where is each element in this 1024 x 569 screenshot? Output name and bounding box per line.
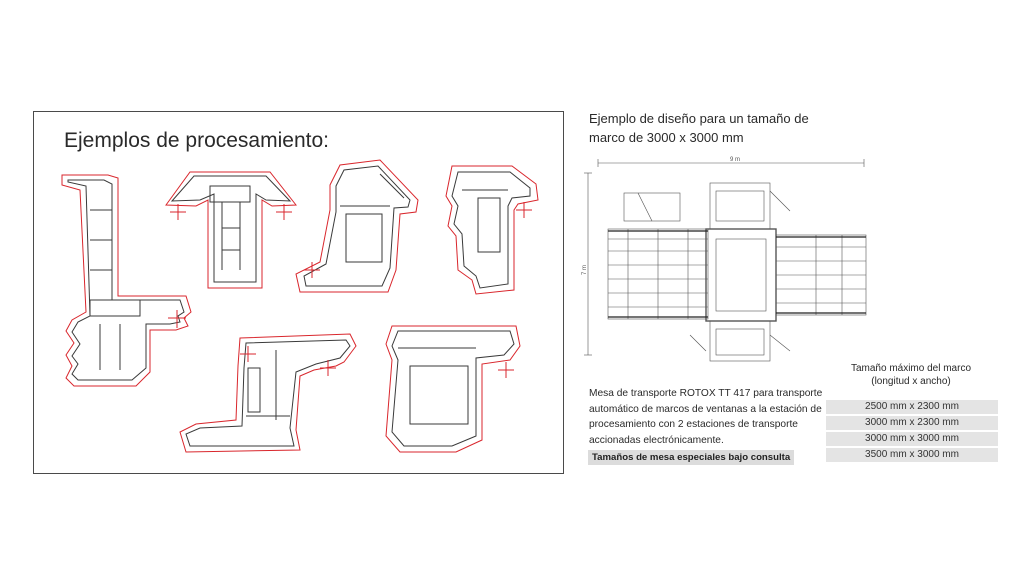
size-row: 3000 mm x 3000 mm [826,432,998,446]
size-row: 3000 mm x 2300 mm [826,416,998,430]
transport-table-layout: 9 m 7 m [582,157,867,362]
panel-title: Ejemplos de procesamiento: [64,129,329,152]
height-dimension-label: 7 m [582,265,588,275]
profile-bottom-sash [385,325,521,453]
width-dimension-label: 9 m [730,157,740,163]
profile-small-frame [445,165,539,295]
profile-bottom-frame [179,333,357,453]
max-frame-size-heading: Tamaño máximo del marco (longitud x anch… [836,362,986,388]
profile-sash-bead [295,159,419,293]
special-sizes-note: Tamaños de mesa especiales bajo consulta [588,450,795,465]
size-row: 3500 mm x 3000 mm [826,448,998,462]
layout-heading: Ejemplo de diseño para un tamaño de marc… [589,111,809,145]
max-frame-size-subtitle: (longitud x ancho) [871,376,951,387]
max-frame-size-title: Tamaño máximo del marco [850,363,972,374]
profile-l-frame [61,174,192,387]
profile-t-sash [165,171,297,289]
max-frame-size-list: 2500 mm x 2300 mm 3000 mm x 2300 mm 3000… [826,400,998,464]
size-row: 2500 mm x 2300 mm [826,400,998,414]
transport-table-description: Mesa de transporte ROTOX TT 417 para tra… [589,388,823,446]
